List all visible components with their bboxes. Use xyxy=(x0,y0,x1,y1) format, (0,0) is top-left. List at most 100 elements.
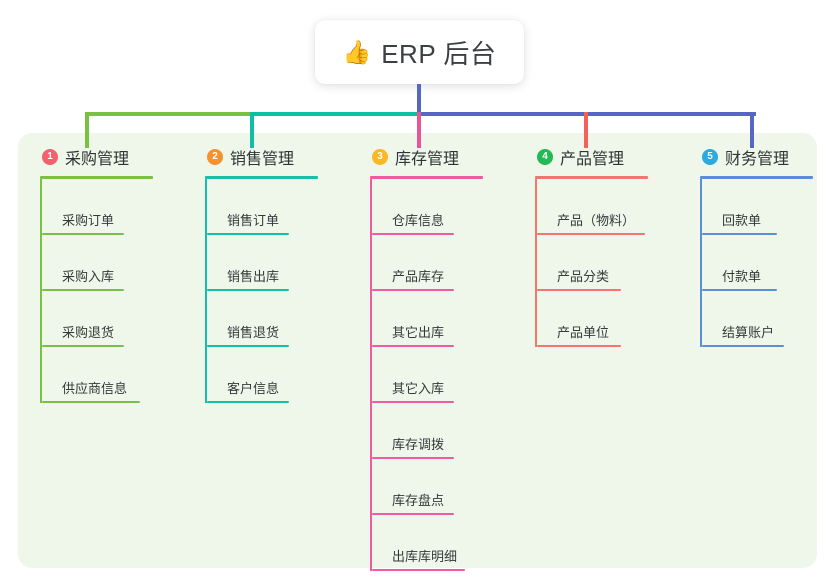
leaf-item-label: 客户信息 xyxy=(227,381,280,396)
column-trunk-3 xyxy=(370,179,372,571)
leaf-item-rule xyxy=(207,289,289,291)
column-badge-4: 4 xyxy=(537,149,553,165)
leaf-item[interactable]: 销售订单 xyxy=(205,179,318,235)
column-title-5: 财务管理 xyxy=(725,151,790,168)
leaf-item-label: 采购入库 xyxy=(62,269,115,284)
column-header-1[interactable]: 1 采购管理 xyxy=(35,145,153,169)
column-title-4: 产品管理 xyxy=(560,151,625,168)
leaf-item[interactable]: 其它出库 xyxy=(370,291,483,347)
connector-drop-2 xyxy=(250,112,254,148)
leaf-item[interactable]: 产品（物料） xyxy=(535,179,648,235)
leaf-item-label: 采购订单 xyxy=(62,213,115,228)
column-badge-3: 3 xyxy=(372,149,388,165)
column-1: 1 采购管理采购订单采购入库采购退货供应商信息 xyxy=(35,145,153,403)
leaf-item-label: 销售订单 xyxy=(227,213,280,228)
leaf-item-rule xyxy=(42,345,124,347)
leaf-item-label: 付款单 xyxy=(722,269,762,284)
leaf-item[interactable]: 其它入库 xyxy=(370,347,483,403)
column-header-rule-3 xyxy=(370,176,483,179)
leaf-item-rule xyxy=(537,345,621,347)
leaf-item-label: 供应商信息 xyxy=(62,381,128,396)
column-trunk-1 xyxy=(40,179,42,403)
leaf-item-rule xyxy=(207,401,289,403)
leaf-item[interactable]: 产品单位 xyxy=(535,291,648,347)
leaf-item-rule xyxy=(372,569,465,571)
leaf-item-label: 产品单位 xyxy=(557,325,610,340)
column-header-5[interactable]: 5 财务管理 xyxy=(695,145,813,169)
leaf-item-label: 产品分类 xyxy=(557,269,610,284)
column-trunk-5 xyxy=(700,179,702,347)
leaf-item[interactable]: 回款单 xyxy=(700,179,813,235)
leaf-item[interactable]: 仓库信息 xyxy=(370,179,483,235)
leaf-item-rule xyxy=(372,289,454,291)
leaf-item-rule xyxy=(537,233,645,235)
leaf-item-rule xyxy=(372,401,454,403)
leaf-item-rule xyxy=(702,233,777,235)
column-trunk-2 xyxy=(205,179,207,403)
root-title-card: 👍 ERP 后台 xyxy=(315,20,524,84)
leaf-item[interactable]: 采购退货 xyxy=(40,291,153,347)
leaf-item-label: 库存盘点 xyxy=(392,493,445,508)
leaf-item-rule xyxy=(207,233,289,235)
leaf-item-label: 其它入库 xyxy=(392,381,445,396)
leaf-item[interactable]: 客户信息 xyxy=(205,347,318,403)
connector-drop-4 xyxy=(584,112,588,148)
leaf-item-label: 销售出库 xyxy=(227,269,280,284)
leaf-item-label: 产品（物料） xyxy=(557,213,636,228)
column-title-1: 采购管理 xyxy=(65,151,130,168)
leaf-item[interactable]: 库存调拨 xyxy=(370,403,483,459)
leaf-item[interactable]: 销售退货 xyxy=(205,291,318,347)
leaf-item[interactable]: 采购入库 xyxy=(40,235,153,291)
leaf-item-label: 采购退货 xyxy=(62,325,115,340)
leaf-item[interactable]: 销售出库 xyxy=(205,235,318,291)
connector-drop-3 xyxy=(417,112,421,148)
column-trunk-4 xyxy=(535,179,537,347)
leaf-item[interactable]: 采购订单 xyxy=(40,179,153,235)
column-title-3: 库存管理 xyxy=(395,151,460,168)
leaf-item-label: 库存调拨 xyxy=(392,437,445,452)
leaf-item-label: 其它出库 xyxy=(392,325,445,340)
column-header-4[interactable]: 4 产品管理 xyxy=(530,145,648,169)
leaf-item[interactable]: 结算账户 xyxy=(700,291,813,347)
leaf-item-rule xyxy=(42,289,124,291)
leaf-item[interactable]: 供应商信息 xyxy=(40,347,153,403)
column-items-1: 采购订单采购入库采购退货供应商信息 xyxy=(40,179,153,403)
leaf-item[interactable]: 库存盘点 xyxy=(370,459,483,515)
column-5: 5 财务管理回款单付款单结算账户 xyxy=(695,145,813,347)
column-header-rule-2 xyxy=(205,176,318,179)
leaf-item-label: 仓库信息 xyxy=(392,213,445,228)
column-badge-5: 5 xyxy=(702,149,718,165)
leaf-item[interactable]: 出库库明细 xyxy=(370,515,483,571)
column-title-2: 销售管理 xyxy=(230,151,295,168)
connector-h-segment-1 xyxy=(85,112,254,116)
column-4: 4 产品管理产品（物料） 产品分类产品单位 xyxy=(530,145,648,347)
leaf-item-rule xyxy=(372,457,454,459)
leaf-item-rule xyxy=(42,401,140,403)
column-3: 3 库存管理仓库信息产品库存其它出库其它入库库存调拨库存盘点出库库明细 xyxy=(365,145,483,571)
column-header-3[interactable]: 3 库存管理 xyxy=(365,145,483,169)
leaf-item[interactable]: 产品库存 xyxy=(370,235,483,291)
column-header-2[interactable]: 2 销售管理 xyxy=(200,145,318,169)
connector-drop-1 xyxy=(85,112,89,148)
connector-drop-5 xyxy=(750,112,754,148)
connector-root-stem xyxy=(417,84,421,113)
leaf-item-rule xyxy=(372,513,454,515)
column-badge-2: 2 xyxy=(207,149,223,165)
leaf-item-rule xyxy=(372,233,454,235)
column-header-rule-5 xyxy=(700,176,813,179)
leaf-item-label: 回款单 xyxy=(722,213,762,228)
leaf-item[interactable]: 产品分类 xyxy=(535,235,648,291)
leaf-item-rule xyxy=(537,289,621,291)
column-badge-1: 1 xyxy=(42,149,58,165)
leaf-item-rule xyxy=(372,345,454,347)
column-items-2: 销售订单销售出库销售退货客户信息 xyxy=(205,179,318,403)
leaf-item-rule xyxy=(207,345,289,347)
leaf-item-rule xyxy=(702,345,784,347)
thumbs-up-icon: 👍 xyxy=(342,38,372,65)
connector-h-segment-2 xyxy=(250,112,421,116)
column-items-5: 回款单付款单结算账户 xyxy=(700,179,813,347)
column-items-3: 仓库信息产品库存其它出库其它入库库存调拨库存盘点出库库明细 xyxy=(370,179,483,571)
column-header-rule-4 xyxy=(535,176,648,179)
diagram-panel xyxy=(18,133,817,568)
leaf-item[interactable]: 付款单 xyxy=(700,235,813,291)
